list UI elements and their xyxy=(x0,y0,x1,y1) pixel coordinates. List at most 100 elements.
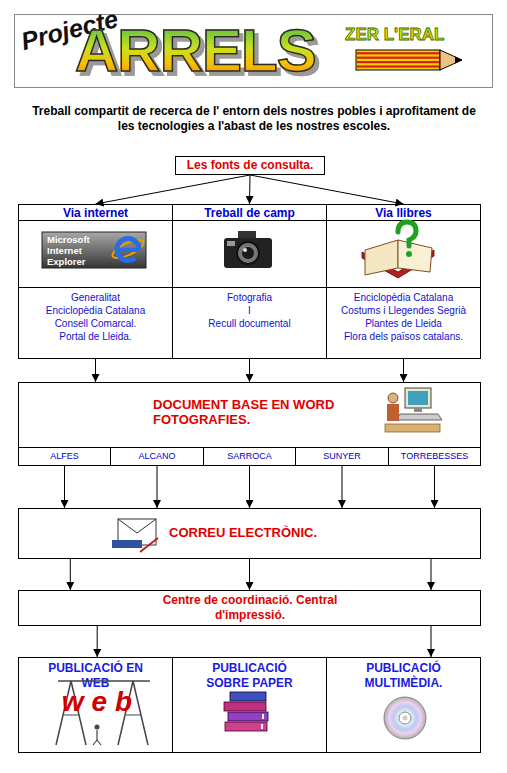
source-column: Via internetGeneralitatEnciclopèdia Cata… xyxy=(18,204,173,359)
source-item: Enciclopèdia Catalana xyxy=(329,291,478,304)
web-scaffold-icon-part xyxy=(58,680,150,682)
column-heading: Treball de camp xyxy=(173,206,326,221)
books-stack-icon-part xyxy=(262,714,264,719)
source-column: Treball de campFotografiaIRecull documen… xyxy=(172,204,327,359)
pencil-icon-part xyxy=(356,50,440,70)
computer-user-icon xyxy=(385,388,442,432)
village-cell: SARROCA xyxy=(203,447,296,466)
source-item: Flora dels països catalans. xyxy=(329,330,478,343)
web-scaffold-icon-part xyxy=(96,730,97,740)
browser-logo-part xyxy=(110,236,146,261)
pencil-icon-part xyxy=(357,52,440,54)
flow-arrow xyxy=(249,466,250,508)
sources-heading: Les fonts de consulta. xyxy=(176,158,324,173)
email-box: CORREU ELECTRÒNIC. xyxy=(18,508,481,559)
source-item: Recull documental xyxy=(175,317,324,330)
pencil-icon-part xyxy=(357,61,440,63)
pencil-icon-part xyxy=(455,57,462,64)
village-name: TORREBESSES xyxy=(389,448,480,464)
flow-arrow xyxy=(96,175,251,204)
envelope-icon-part xyxy=(140,538,158,552)
logo-text: Microsoft Internet Explorer xyxy=(47,234,103,267)
web-scaffold-icon-part xyxy=(93,740,97,745)
flow-arrow xyxy=(431,626,432,657)
cd-icon-part xyxy=(384,697,426,739)
flow-arrow xyxy=(157,466,158,508)
flow-arrow xyxy=(434,466,435,508)
source-item: Costums i Llegendes Segrià xyxy=(329,304,478,317)
web-scaffold-icon-part xyxy=(97,740,101,745)
village-cell: ALCANO xyxy=(110,447,204,466)
source-item: I xyxy=(175,304,324,317)
camera-icon-part xyxy=(242,247,254,259)
coordination-text: Centre de coordinació. Central d'impress… xyxy=(162,593,338,623)
village-cell: ALFES xyxy=(18,447,111,466)
column-heading: Via internet xyxy=(19,206,172,221)
source-item: Portal de Lleida. xyxy=(21,330,170,343)
computer-user-icon-part xyxy=(385,424,440,432)
school-zone-name: ZER L'ERAL xyxy=(345,25,485,45)
flow-arrow xyxy=(431,559,432,590)
cd-icon-part xyxy=(403,716,408,721)
flow-arrow xyxy=(97,626,98,657)
coordination-box: Centre de coordinació. Central d'impress… xyxy=(18,590,481,626)
computer-user-icon-part xyxy=(387,404,399,421)
computer-user-icon-part xyxy=(414,408,422,412)
book-icon xyxy=(362,222,434,278)
books-stack-icon xyxy=(224,692,268,731)
flow-arrow xyxy=(70,559,71,590)
source-item: Consell Comarcal. xyxy=(21,317,170,330)
pencil-icon-part xyxy=(357,65,440,67)
flow-arrow xyxy=(403,359,404,382)
publication-title: PUBLICACIÓ MULTIMÈDIA. xyxy=(353,661,454,691)
camera-icon-part xyxy=(237,242,259,264)
flow-arrow xyxy=(250,175,404,204)
flow-arrow xyxy=(249,175,251,204)
camera-icon-part xyxy=(224,238,272,268)
computer-user-icon-part xyxy=(396,414,442,420)
book-icon-part xyxy=(398,240,432,272)
computer-user-icon-part xyxy=(388,393,398,403)
books-stack-icon-part xyxy=(228,712,268,721)
source-item: Fotografia xyxy=(175,291,324,304)
book-icon-part xyxy=(406,251,412,257)
computer-user-icon-part xyxy=(405,388,431,408)
flow-arrow xyxy=(342,466,343,508)
sources-box: Les fonts de consulta. xyxy=(175,156,325,175)
village-name: ALCANO xyxy=(111,448,203,464)
browser-logo-part xyxy=(117,239,139,261)
column-row-lines xyxy=(18,221,481,288)
source-item: Plantes de Lleida xyxy=(329,317,478,330)
flow-arrow xyxy=(95,359,96,382)
village-name: SARROCA xyxy=(204,448,295,464)
computer-user-icon-part xyxy=(408,391,428,405)
cd-icon-part xyxy=(399,712,411,724)
web-scaffold-icon-part xyxy=(95,725,100,730)
flow-arrow xyxy=(249,559,250,590)
browser-logo-part xyxy=(118,248,139,252)
book-icon-part xyxy=(398,222,416,246)
envelope-icon-part xyxy=(112,540,142,548)
envelope-icon xyxy=(112,519,158,552)
camera-icon-part xyxy=(227,241,235,246)
camera-icon xyxy=(224,231,272,268)
pencil-icon-part xyxy=(357,57,440,59)
books-stack-icon-part xyxy=(230,692,266,701)
source-column: Via llibresEnciclopèdia CatalanaCostums … xyxy=(326,204,481,359)
project-name: ARRELS xyxy=(75,19,345,83)
base-document-text: DOCUMENT BASE EN WORD FOTOGRAFIES. xyxy=(153,397,363,427)
village-name: ALFES xyxy=(19,448,110,464)
envelope-icon-part xyxy=(118,519,156,533)
column-heading: Via llibres xyxy=(327,206,480,221)
web-letters: web xyxy=(45,686,157,718)
village-cell: TORREBESSES xyxy=(388,447,481,466)
pencil-icon-part xyxy=(440,50,462,70)
source-item: Enciclopèdia Catalana xyxy=(21,304,170,317)
publication-title: PUBLICACIÓ SOBRE PAPER xyxy=(199,661,300,691)
village-cell: SUNYER xyxy=(295,447,389,466)
email-text: CORREU ELECTRÒNIC. xyxy=(169,525,389,540)
source-item: Generalitat xyxy=(21,291,170,304)
flow-arrow xyxy=(64,466,65,508)
